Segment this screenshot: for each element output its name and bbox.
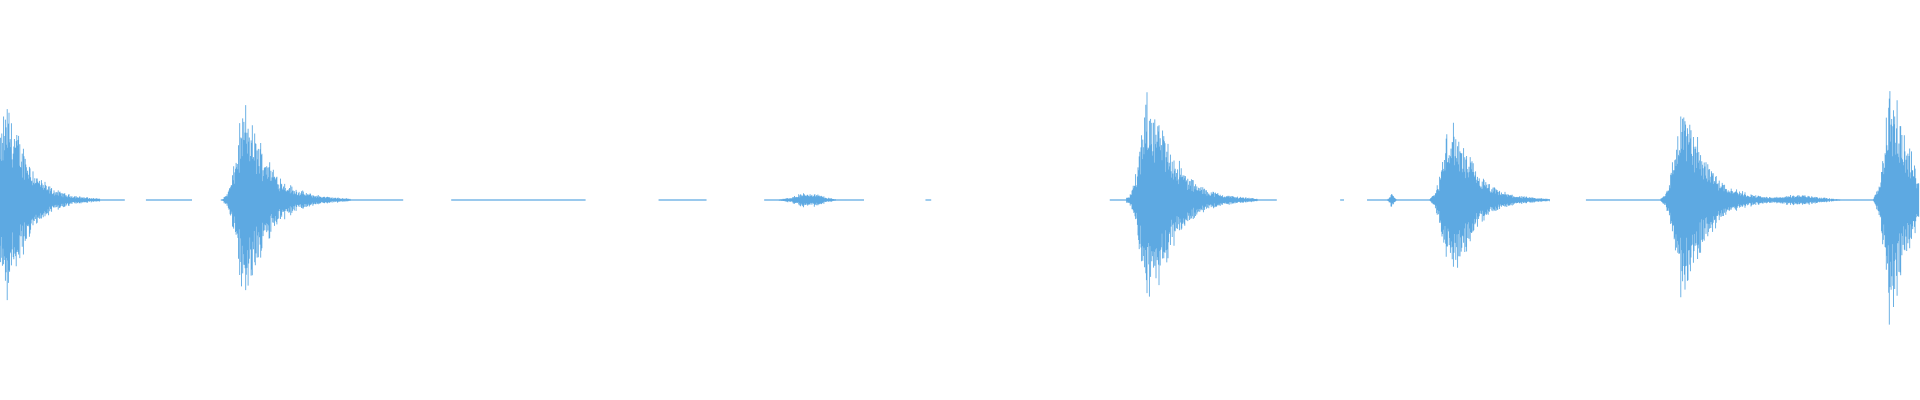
- waveform-burst: [1126, 92, 1258, 297]
- burst-envelope: [1660, 116, 1789, 298]
- burst-envelope: [1429, 122, 1550, 268]
- waveform-burst: [1873, 91, 1920, 325]
- waveform-burst: [769, 193, 847, 208]
- waveform-burst: [1429, 122, 1550, 268]
- burst-envelope: [0, 109, 101, 301]
- burst-envelope: [1385, 194, 1399, 207]
- burst-envelope: [1873, 91, 1920, 325]
- waveform-burst: [222, 105, 351, 291]
- burst-envelope: [222, 105, 351, 291]
- waveform-burst: [1740, 195, 1858, 206]
- waveform-burst: [1660, 116, 1789, 298]
- waveform-burst: [1385, 194, 1399, 207]
- waveform-bursts: [0, 91, 1920, 325]
- burst-envelope: [1126, 92, 1258, 297]
- burst-envelope: [1740, 195, 1858, 206]
- burst-envelope: [769, 193, 847, 208]
- waveform-burst: [0, 109, 101, 301]
